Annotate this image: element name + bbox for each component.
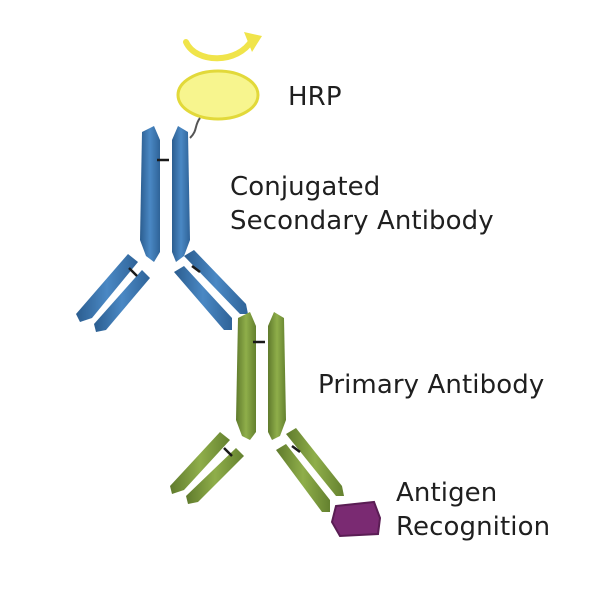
secondary-right-arm-bond <box>191 265 201 273</box>
antigen-label-line2: Recognition <box>396 512 551 542</box>
secondary-right-arm-light <box>174 266 232 330</box>
primary-left-arm-heavy <box>170 432 230 494</box>
primary-left-arm-light <box>186 448 244 504</box>
primary-right-arm-heavy <box>286 428 344 496</box>
secondary-left-arm-light <box>94 270 150 332</box>
secondary-antibody-label-line1: Conjugated <box>230 172 381 202</box>
secondary-antibody <box>76 126 248 332</box>
primary-antibody-label: Primary Antibody <box>318 370 545 400</box>
secondary-antibody-label-line2: Secondary Antibody <box>230 206 494 236</box>
hrp-linker <box>189 117 201 139</box>
primary-antibody <box>170 312 344 512</box>
secondary-heavy-chain-right <box>172 126 190 262</box>
antigen-label-line1: Antigen <box>396 478 498 508</box>
primary-heavy-chain-right <box>268 312 286 440</box>
reaction-arrowhead-icon <box>244 32 262 52</box>
secondary-heavy-chain-left <box>140 126 160 262</box>
antigen-block <box>330 500 382 538</box>
hrp-enzyme <box>176 69 260 121</box>
primary-right-arm-light <box>276 444 330 512</box>
secondary-left-arm-heavy <box>76 254 138 322</box>
secondary-left-arm-bond <box>128 267 138 277</box>
hrp-label: HRP <box>288 82 342 112</box>
primary-right-arm-bond <box>291 445 301 453</box>
primary-heavy-chain-left <box>236 312 256 440</box>
secondary-right-arm-heavy <box>184 250 248 314</box>
primary-left-arm-bond <box>223 447 233 457</box>
reaction-arrow-icon <box>183 37 255 62</box>
